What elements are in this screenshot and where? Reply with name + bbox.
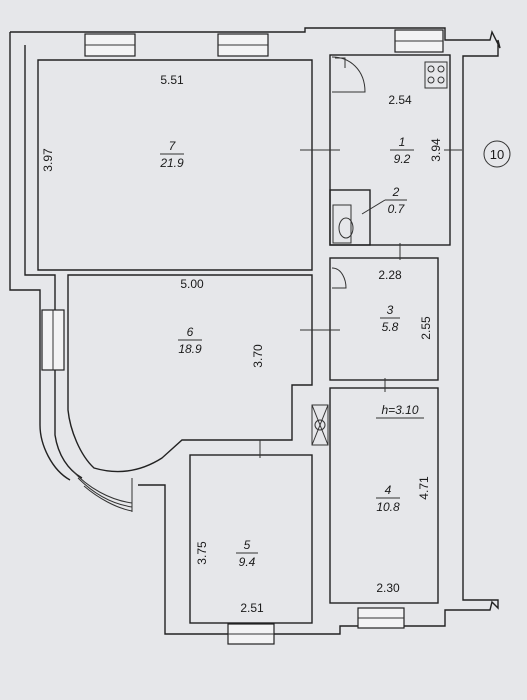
- labels: 5.51 3.97 7 21.9 2.54 3.94 1 9.2 2 0.7 5…: [41, 73, 511, 615]
- room-5-width: 2.51: [240, 601, 264, 615]
- room-3-width: 2.28: [378, 268, 402, 282]
- room-5-number: 5: [244, 538, 251, 552]
- windows: [41, 29, 444, 645]
- room-2-outline: [329, 189, 371, 246]
- room-1-area: 9.2: [394, 152, 411, 166]
- room-4-width: 2.30: [376, 581, 400, 595]
- room-5-outline: [189, 454, 313, 624]
- room-3-area: 5.8: [382, 320, 399, 334]
- room-1-width: 2.54: [388, 93, 412, 107]
- room-2-area: 0.7: [388, 202, 406, 216]
- boiler-icon: [311, 404, 329, 446]
- apartment-number: 10: [490, 147, 504, 162]
- fixtures: [311, 57, 448, 446]
- bay-window: [71, 469, 133, 512]
- door-ticks: [259, 56, 462, 458]
- room-1-number: 1: [399, 135, 406, 149]
- room-6-number: 6: [187, 325, 194, 339]
- apartment-number-badge: [483, 140, 511, 168]
- sink-icon: [335, 57, 346, 68]
- room-3-number: 3: [387, 303, 394, 317]
- door-swing-room3: [331, 267, 347, 289]
- stove-icon: [424, 61, 448, 89]
- outer-walls: [9, 27, 501, 635]
- room-5-length: 3.75: [195, 541, 209, 565]
- room-3-length: 2.55: [419, 316, 433, 340]
- room-4-outline: [329, 387, 439, 604]
- room-4-length: 4.71: [417, 476, 431, 500]
- room-4-area: 10.8: [376, 500, 400, 514]
- room-6-length: 3.70: [251, 344, 265, 368]
- room-6-outline: [67, 274, 313, 473]
- ceiling-height-note: h=3.10: [381, 403, 418, 417]
- room-7-area: 21.9: [159, 156, 184, 170]
- door-swing-room1: [331, 56, 366, 93]
- room-7-width: 5.51: [160, 73, 184, 87]
- room-6-width: 5.00: [180, 277, 204, 291]
- room-3-outline: [329, 257, 439, 381]
- room-1-length: 3.94: [429, 138, 443, 162]
- toilet-icon: [332, 204, 352, 244]
- room-7-length: 3.97: [41, 148, 55, 172]
- room-outlines: [67, 54, 451, 624]
- room-5-area: 9.4: [239, 555, 256, 569]
- room-4-number: 4: [385, 483, 392, 497]
- room-7-number: 7: [169, 139, 177, 153]
- room-6-area: 18.9: [178, 342, 202, 356]
- room-2-number: 2: [392, 185, 400, 199]
